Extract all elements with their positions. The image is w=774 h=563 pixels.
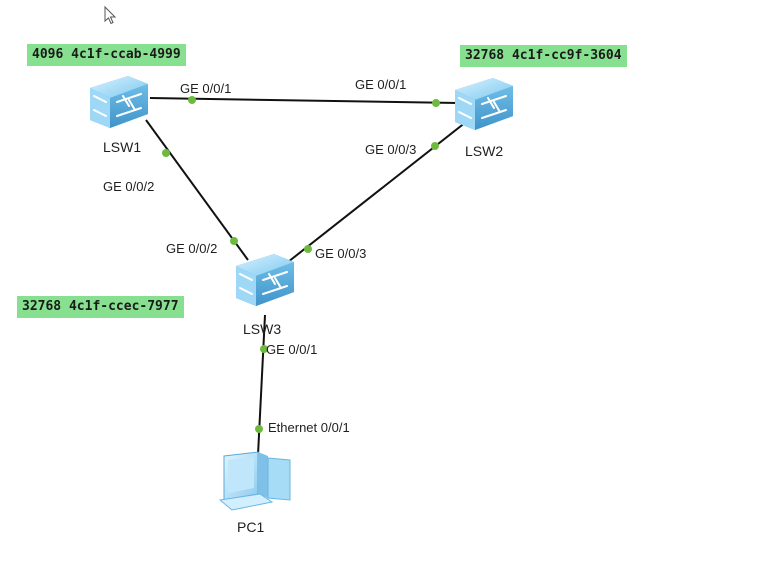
port-label-lsw3-ge001: GE 0/0/1 xyxy=(266,342,317,357)
port-label-lsw2-ge001: GE 0/0/1 xyxy=(355,77,406,92)
port-label-lsw1-ge002: GE 0/0/2 xyxy=(103,179,154,194)
link-lsw1-lsw2 xyxy=(149,97,459,104)
port-dot-lsw3-ge001 xyxy=(260,345,268,353)
port-dot-lsw2-ge001 xyxy=(432,99,440,107)
port-dot-lsw1-ge002 xyxy=(162,149,170,157)
switch-lsw3[interactable] xyxy=(235,253,295,307)
switch-icon xyxy=(89,75,149,129)
switch-icon xyxy=(454,77,514,131)
switch-lsw1[interactable] xyxy=(89,75,149,129)
device-label-lsw2: LSW2 xyxy=(465,143,503,159)
port-dot-lsw3-ge003 xyxy=(304,245,312,253)
device-label-pc1: PC1 xyxy=(237,519,264,535)
port-label-lsw3-ge002: GE 0/0/2 xyxy=(166,241,217,256)
port-dot-lsw2-ge003 xyxy=(431,142,439,150)
port-dots xyxy=(162,96,440,433)
port-dot-pc1-eth001 xyxy=(255,425,263,433)
pointer-cursor-icon xyxy=(104,5,117,25)
pc-pc1[interactable] xyxy=(218,451,291,511)
port-label-lsw1-ge001: GE 0/0/1 xyxy=(180,81,231,96)
device-label-lsw1: LSW1 xyxy=(103,139,141,155)
switch-icon xyxy=(235,253,295,307)
port-label-pc1-eth001: Ethernet 0/0/1 xyxy=(268,420,350,435)
port-dot-lsw3-ge002 xyxy=(230,237,238,245)
switch-lsw2[interactable] xyxy=(454,77,514,131)
device-label-lsw3: LSW3 xyxy=(243,321,281,337)
bridge-id-tag-lsw2: 32768 4c1f-cc9f-3604 xyxy=(460,45,627,67)
port-dot-lsw1-ge001 xyxy=(188,96,196,104)
bridge-id-tag-lsw1: 4096 4c1f-ccab-4999 xyxy=(27,44,186,66)
bridge-id-tag-lsw3: 32768 4c1f-ccec-7977 xyxy=(17,296,184,318)
link-lsw1-lsw3 xyxy=(145,119,249,261)
links xyxy=(145,97,467,456)
port-label-lsw2-ge003: GE 0/0/3 xyxy=(365,142,416,157)
pc-icon xyxy=(218,451,291,511)
port-label-lsw3-ge003: GE 0/0/3 xyxy=(315,246,366,261)
